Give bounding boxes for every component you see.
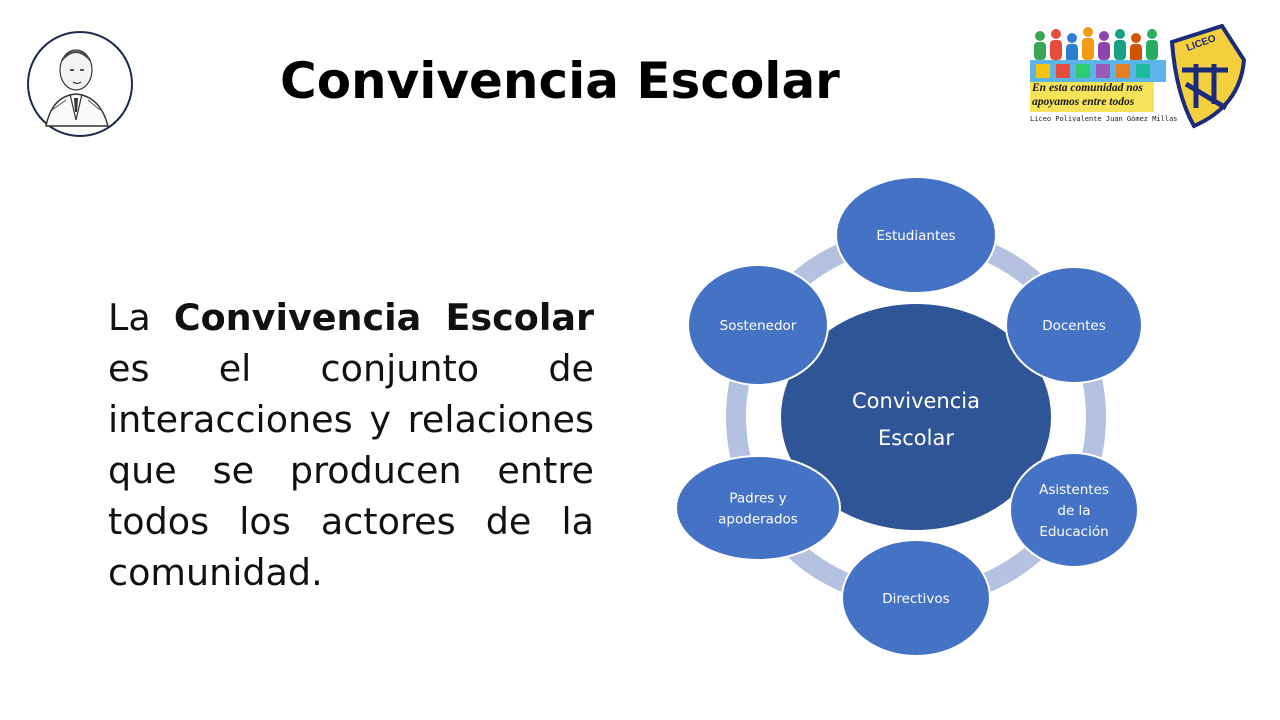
node-estudiantes: Estudiantes xyxy=(835,176,997,294)
node-label: Estudiantes xyxy=(876,228,955,244)
portrait-emblem xyxy=(27,31,133,137)
logo-slogan-line: apoyamos entre todos xyxy=(1032,95,1135,108)
node-circle xyxy=(1009,452,1139,568)
center-circle xyxy=(779,302,1053,532)
paragraph-lead: La xyxy=(108,296,174,339)
page-title: Convivencia Escolar xyxy=(280,52,840,110)
node-circle xyxy=(687,264,829,386)
center-label: Convivencia xyxy=(852,389,980,413)
node-circle xyxy=(675,455,841,561)
node-label: Padres y xyxy=(729,491,786,507)
school-logo: LICEO En esta comunidad nos apoyamos ent… xyxy=(1026,24,1248,130)
center-label: Escolar xyxy=(878,426,954,450)
node-directivos: Directivos xyxy=(841,539,991,657)
node-asistentes: Asistentes de la Educación xyxy=(1009,452,1139,568)
node-circle xyxy=(841,539,991,657)
node-sostenedor: Sostenedor xyxy=(687,264,829,386)
paragraph-bold-term: Convivencia Escolar xyxy=(173,296,594,339)
node-circle xyxy=(1005,266,1143,384)
node-label: Asistentes xyxy=(1039,482,1109,498)
node-label: Directivos xyxy=(882,591,949,607)
node-padres: Padres y apoderados xyxy=(675,455,841,561)
definition-paragraph: La Convivencia Escolar es el conjunto de… xyxy=(108,292,594,598)
node-docentes: Docentes xyxy=(1005,266,1143,384)
logo-footer: Liceo Polivalente Juan Gómez Millas xyxy=(1030,115,1178,123)
paragraph-rest: es el conjunto de interacciones y relaci… xyxy=(108,347,594,594)
logo-slogan: En esta comunidad nos apoyamos entre tod… xyxy=(1030,82,1154,112)
node-label: Educación xyxy=(1039,524,1108,540)
node-label: apoderados xyxy=(718,512,798,528)
node-label: de la xyxy=(1057,503,1090,519)
node-label: Docentes xyxy=(1042,318,1106,334)
node-circle xyxy=(835,176,997,294)
community-people-icon xyxy=(1030,24,1247,129)
logo-slogan-line: En esta comunidad nos xyxy=(1032,82,1143,94)
node-label: Sostenedor xyxy=(720,318,797,334)
